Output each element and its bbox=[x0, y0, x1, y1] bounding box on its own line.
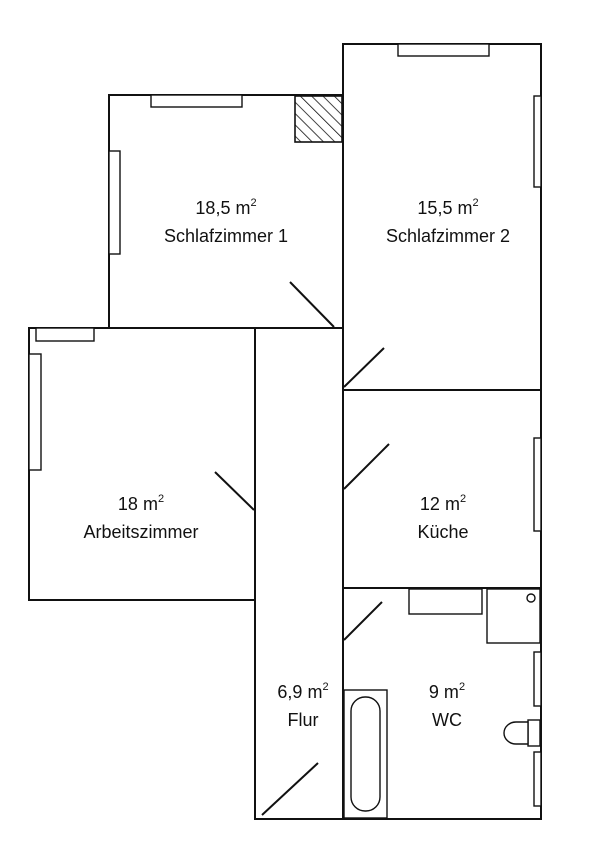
door-arbeitszimmer bbox=[214, 471, 255, 511]
window-kueche-right bbox=[533, 437, 542, 532]
arbeitszimmer-outline bbox=[28, 327, 256, 601]
area-wc: 9 m2 bbox=[429, 681, 465, 702]
name-flur: Flur bbox=[288, 710, 319, 730]
window-arbeitszimmer-left bbox=[28, 353, 42, 471]
window-wc-right-lower bbox=[533, 751, 542, 807]
area-schlafzimmer-2: 15,5 m2 bbox=[417, 197, 478, 218]
name-wc: WC bbox=[432, 710, 462, 730]
door-kueche bbox=[343, 443, 390, 490]
chimney-hatched bbox=[294, 95, 343, 143]
drain-icon bbox=[526, 593, 536, 603]
window-schlafzimmer-2-top bbox=[397, 43, 490, 57]
door-entrance bbox=[261, 762, 319, 816]
window-wc-right-upper bbox=[533, 651, 542, 707]
name-schlafzimmer-1: Schlafzimmer 1 bbox=[164, 226, 288, 246]
flur-outline bbox=[254, 327, 344, 820]
door-schlafzimmer-1 bbox=[289, 281, 335, 328]
toilet-bowl-icon bbox=[503, 721, 529, 745]
door-wc bbox=[343, 601, 383, 641]
window-schlafzimmer-1-left bbox=[108, 150, 121, 255]
name-schlafzimmer-2: Schlafzimmer 2 bbox=[386, 226, 510, 246]
area-arbeitszimmer: 18 m2 bbox=[118, 493, 164, 514]
bathtub-basin bbox=[350, 696, 381, 812]
area-kueche: 12 m2 bbox=[420, 493, 466, 514]
room-labels: 18,5 m2 Schlafzimmer 1 15,5 m2 Schlafzim… bbox=[83, 197, 510, 730]
kueche-outline bbox=[342, 389, 542, 589]
walls bbox=[28, 43, 542, 820]
window-schlafzimmer-2-right bbox=[533, 95, 542, 188]
name-kueche: Küche bbox=[417, 522, 468, 542]
windows bbox=[28, 43, 542, 807]
fixtures bbox=[343, 588, 541, 819]
window-schlafzimmer-1-top bbox=[150, 94, 243, 108]
door-schlafzimmer-2 bbox=[343, 347, 385, 388]
name-arbeitszimmer: Arbeitszimmer bbox=[83, 522, 198, 542]
counter-unit bbox=[408, 588, 483, 615]
area-flur: 6,9 m2 bbox=[277, 681, 328, 702]
doors bbox=[214, 281, 390, 816]
toilet-tank bbox=[527, 719, 541, 747]
area-schlafzimmer-1: 18,5 m2 bbox=[195, 197, 256, 218]
window-arbeitszimmer-top bbox=[35, 327, 95, 342]
